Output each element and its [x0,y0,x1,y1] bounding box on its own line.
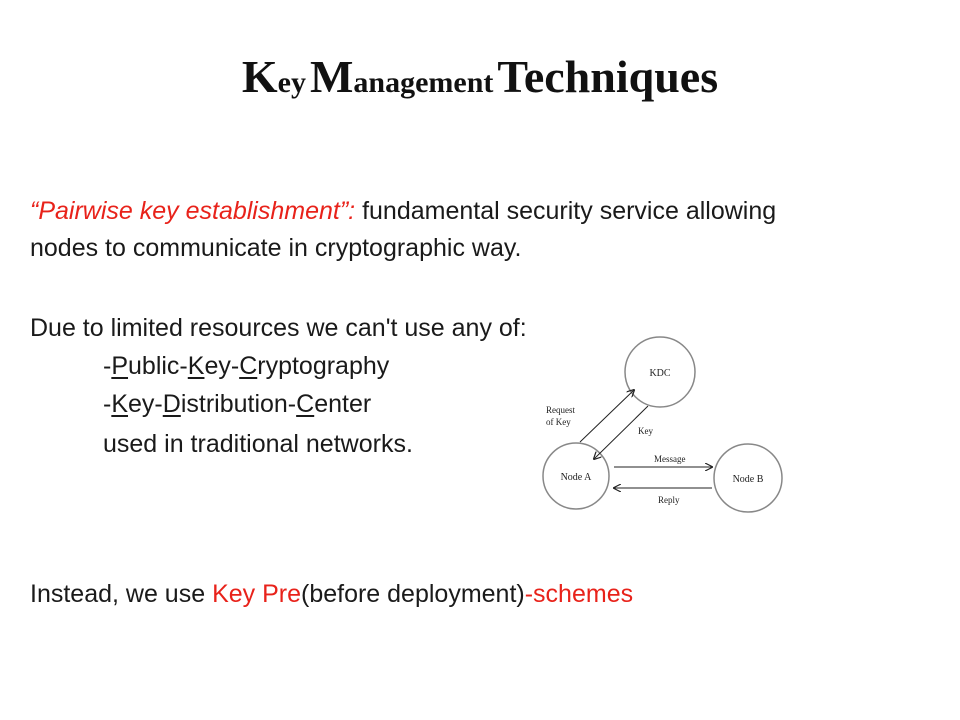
key-arrow [594,405,649,459]
dash: - [103,390,112,418]
underlined-letter: D [162,390,181,418]
title-k: K [241,51,278,102]
underlined-letter: P [111,352,129,380]
list-item-public-key-cryptography: -Public-Key-Cryptography [103,350,389,382]
paragraph3-start: Instead, we use [30,580,213,608]
kdc-node [624,336,696,408]
underlined-letter: K [111,390,129,418]
underlined-letter: C [239,352,258,380]
node-a-label: Node A [561,472,593,483]
key-pre-highlight: Key Pre [212,580,301,608]
reply-label: Reply [658,495,680,505]
pairwise-key-term: “Pairwise key establishment”: [30,197,356,225]
paragraph3: Instead, we use Key Pre(before deploymen… [30,578,633,610]
word-part: ey- [204,352,240,380]
title-ey: ey [277,66,306,99]
key-label: Key [638,426,653,436]
request-label-line2: of Key [546,417,571,427]
slide-title: Key Management Techniques [0,50,960,103]
request-arrow [579,390,634,443]
paragraph1-line2: nodes to communicate in cryptographic wa… [30,234,522,262]
dash: - [103,352,112,380]
word-part: istribution- [180,390,297,418]
list-item-traditional-networks: used in traditional networks. [103,430,413,458]
title-techniques: Techniques [497,51,719,102]
paragraph3-middle: (before deployment) [301,580,525,608]
request-label-line1: Request [546,405,575,415]
paragraph2-intro: Due to limited resources we can't use an… [30,314,527,342]
title-anagement: anagement [353,66,494,99]
kdc-label: KDC [649,368,670,379]
title-m: M [309,51,354,102]
paragraph1-line1: “Pairwise key establishment”: fundamenta… [30,195,776,227]
underlined-letter: K [187,352,205,380]
node-b-label: Node B [733,474,764,485]
word-part: ublic- [128,352,188,380]
word-part: ryptography [257,352,390,380]
paragraph1-line1-rest: fundamental security service allowing [362,197,777,225]
underlined-letter: C [296,390,315,418]
kdc-diagram: KDC Node A Node B Request of Key Key Mes… [542,336,783,513]
message-label: Message [654,454,686,464]
schemes-highlight: -schemes [524,580,634,608]
word-part: enter [314,390,372,418]
list-item-key-distribution-center: -Key-Distribution-Center [103,388,371,420]
node-b [713,443,783,513]
word-part: ey- [128,390,163,418]
